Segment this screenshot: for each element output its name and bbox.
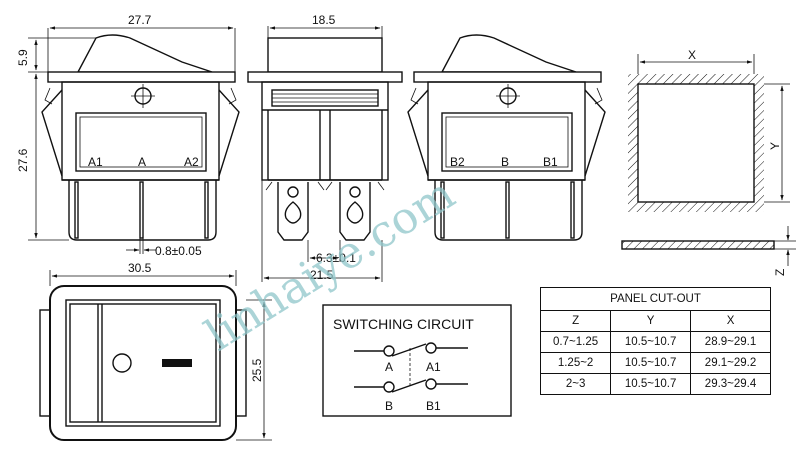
header-z: Z <box>539 310 612 332</box>
svg-text:0.8±0.05: 0.8±0.05 <box>155 244 202 258</box>
cell-x: 28.9~29.1 <box>690 331 771 353</box>
cell-z: 1.25~2 <box>539 352 612 374</box>
svg-text:27.7: 27.7 <box>128 13 152 27</box>
svg-text:27.6: 27.6 <box>16 148 30 172</box>
dim-width-top: 27.7 <box>47 13 236 72</box>
dim-front-width: 30.5 <box>49 261 237 286</box>
side-view-profile <box>247 37 403 241</box>
side-view-b: B2 B B1 <box>407 34 606 241</box>
terminal-label-a1: A1 <box>88 155 103 169</box>
dim-top-height: 5.9 <box>16 37 96 73</box>
dim-pin-width: 0.8±0.05 <box>126 238 202 258</box>
svg-text:30.5: 30.5 <box>128 261 152 275</box>
cell-x: 29.3~29.4 <box>690 373 771 395</box>
dim-body-height: 27.6 <box>16 73 69 241</box>
svg-text:6.3±0.1: 6.3±0.1 <box>316 251 356 265</box>
cell-z: 2~3 <box>539 373 612 395</box>
circuit-label-b: B <box>385 399 393 413</box>
header-x: X <box>690 310 771 332</box>
circuit-label-b1: B1 <box>426 399 441 413</box>
terminal-label-a: A <box>138 155 146 169</box>
switching-circuit-title: SWITCHING CIRCUIT <box>333 316 474 332</box>
cell-y: 10.5~10.7 <box>610 373 692 395</box>
header-y: Y <box>610 310 692 332</box>
cell-y: 10.5~10.7 <box>610 352 692 374</box>
dim-front-height: 25.5 <box>236 299 272 441</box>
terminal-label-a2: A2 <box>184 155 199 169</box>
on-symbol <box>162 359 192 367</box>
dim-width-side: 18.5 <box>267 13 383 38</box>
dim-depth: 21.5 <box>261 180 383 282</box>
svg-text:18.5: 18.5 <box>312 13 336 27</box>
dim-tab-width: 6.3±0.1 <box>307 240 356 265</box>
table-row: 2~3 10.5~10.7 29.3~29.4 <box>539 373 771 395</box>
panel-cutout-table: PANEL CUT-OUT Z Y X 0.7~1.25 10.5~10.7 2… <box>539 287 771 395</box>
panel-cutout-drawing: X Y Z <box>621 48 796 276</box>
table-row: 1.25~2 10.5~10.7 29.1~29.2 <box>539 352 771 374</box>
cell-z: 0.7~1.25 <box>539 331 612 353</box>
terminal-label-b: B <box>501 155 509 169</box>
watermark: linhaiye.com <box>197 168 464 361</box>
side-view-a: A1 A A2 <box>41 34 240 241</box>
front-view <box>39 285 247 441</box>
cell-x: 29.1~29.2 <box>690 352 771 374</box>
switching-circuit: SWITCHING CIRCUIT A A1 B B1 <box>322 304 512 417</box>
svg-text:Z: Z <box>773 269 787 276</box>
svg-text:5.9: 5.9 <box>16 49 30 66</box>
cell-y: 10.5~10.7 <box>610 331 692 353</box>
svg-text:25.5: 25.5 <box>250 358 264 382</box>
svg-text:21.5: 21.5 <box>310 268 334 282</box>
table-row: 0.7~1.25 10.5~10.7 28.9~29.1 <box>539 331 771 353</box>
panel-cutout-title: PANEL CUT-OUT <box>540 287 771 311</box>
terminal-label-b2: B2 <box>450 155 465 169</box>
circuit-label-a1: A1 <box>426 360 441 374</box>
circuit-label-a: A <box>385 360 393 374</box>
terminal-label-b1: B1 <box>543 155 558 169</box>
svg-text:Y: Y <box>768 142 782 150</box>
svg-text:X: X <box>688 48 696 62</box>
